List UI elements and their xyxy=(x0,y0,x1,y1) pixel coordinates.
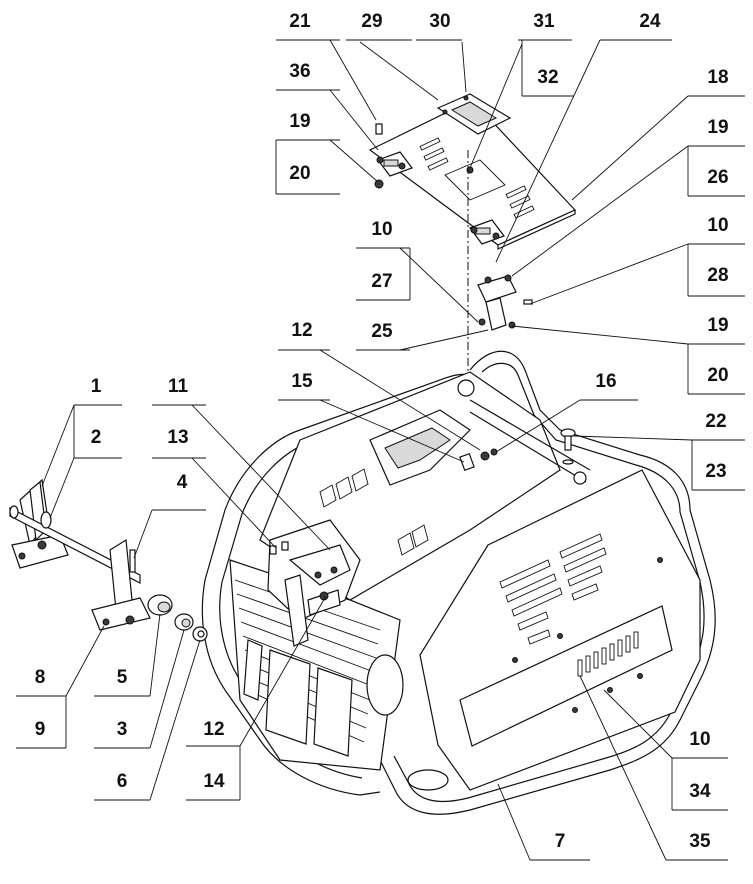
part-label-l3: 3 xyxy=(117,719,128,740)
hinge-left xyxy=(376,151,413,177)
part-label-l4: 4 xyxy=(177,472,188,493)
axle-assembly xyxy=(9,478,208,642)
part-label-l31: 31 xyxy=(533,11,555,32)
part-label-l34: 34 xyxy=(689,781,711,802)
part-label-l11: 11 xyxy=(168,376,189,397)
part-label-l25: 25 xyxy=(371,321,393,342)
bolt-22 xyxy=(560,428,576,465)
part-label-l14: 14 xyxy=(203,771,225,792)
part-label-l22: 22 xyxy=(705,411,726,432)
part-label-l32: 32 xyxy=(537,67,558,88)
part-label-l10b: 10 xyxy=(707,215,728,236)
part-label-l2: 2 xyxy=(91,427,102,448)
part-label-l12b: 12 xyxy=(203,719,224,740)
part-label-l30: 30 xyxy=(429,11,450,32)
part-label-l23: 23 xyxy=(705,461,726,482)
top-mounting-plate xyxy=(368,99,577,250)
part-label-l7: 7 xyxy=(555,831,566,852)
part-label-l10a: 10 xyxy=(371,219,392,240)
hinge-right xyxy=(469,219,505,245)
part-label-l1: 1 xyxy=(91,376,102,397)
part-label-l26: 26 xyxy=(707,167,728,188)
part-label-l20a: 20 xyxy=(289,163,310,184)
part-label-l13: 13 xyxy=(167,427,188,448)
part-label-l28: 28 xyxy=(707,265,728,286)
pin-15-16 xyxy=(459,448,498,472)
part-label-l5: 5 xyxy=(117,667,128,688)
part-label-l24: 24 xyxy=(639,11,661,32)
part-label-l19c: 19 xyxy=(707,315,728,336)
part-label-l35: 35 xyxy=(689,831,711,852)
part-label-l27: 27 xyxy=(371,271,392,292)
part-label-l10c: 10 xyxy=(689,729,710,750)
part-label-l16: 16 xyxy=(595,371,616,392)
part-label-l12a: 12 xyxy=(291,320,312,341)
side-mount-plate xyxy=(267,519,361,647)
part-label-l6: 6 xyxy=(117,771,128,792)
part-label-l19a: 19 xyxy=(289,111,310,132)
part-label-l19b: 19 xyxy=(707,117,728,138)
handle-cover xyxy=(436,93,512,135)
main-frame xyxy=(201,350,716,815)
part-label-l18: 18 xyxy=(707,67,728,88)
leader-lines xyxy=(16,39,745,861)
part-label-l29: 29 xyxy=(361,11,382,32)
part-label-l9: 9 xyxy=(35,719,46,740)
mid-hinge-bracket xyxy=(477,274,533,331)
part-label-l36: 36 xyxy=(289,61,310,82)
part-label-l20b: 20 xyxy=(707,365,728,386)
part-label-l15: 15 xyxy=(291,371,313,392)
part-label-l8: 8 xyxy=(35,667,46,688)
part-label-l21: 21 xyxy=(289,11,311,32)
